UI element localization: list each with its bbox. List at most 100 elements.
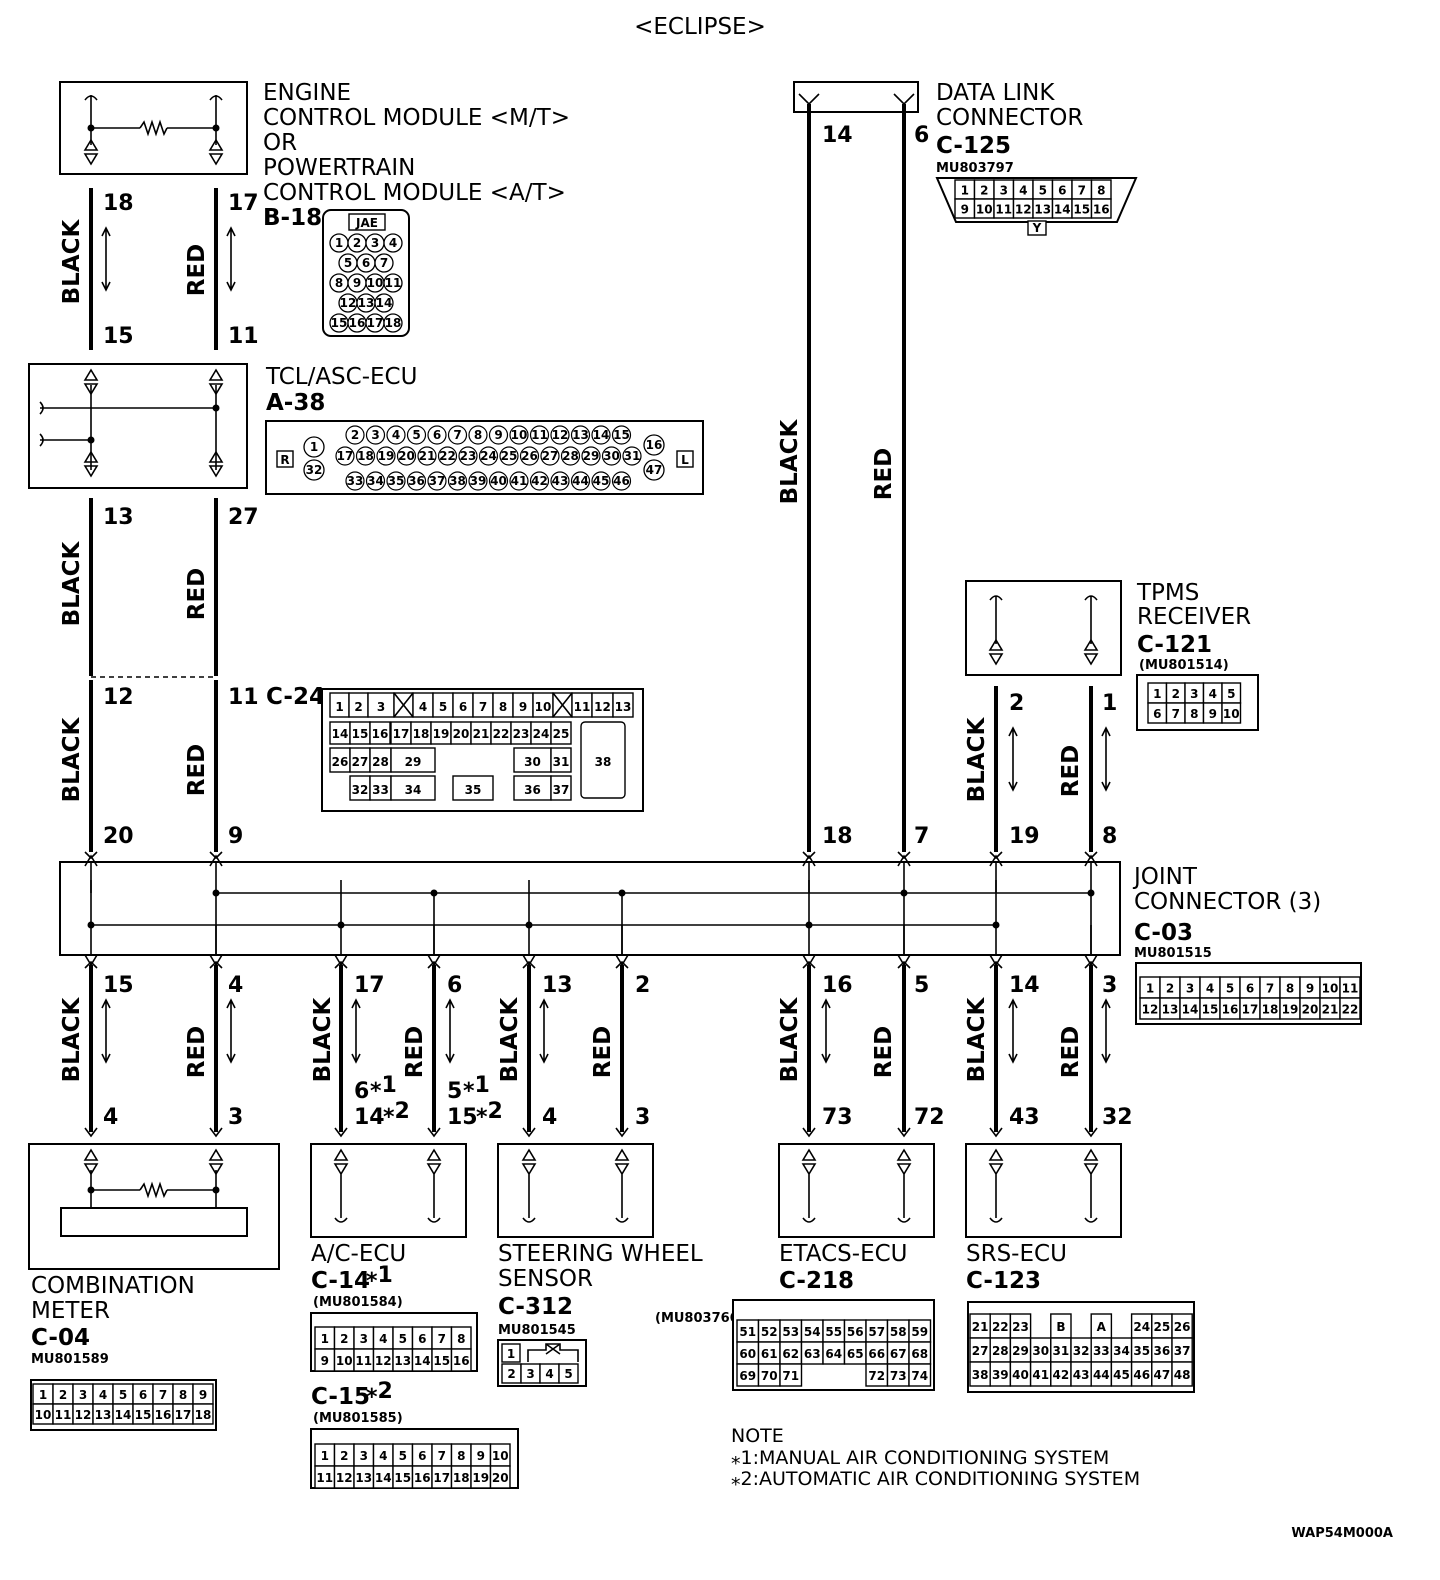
- wire-color-black-1: BLACK: [59, 218, 85, 304]
- pin-cell: [489, 1465, 511, 1489]
- pin-number: 42: [1053, 1368, 1070, 1382]
- pin-number: 3: [1000, 184, 1008, 198]
- pin-cell: [591, 471, 611, 491]
- pin-dev-6: 72: [914, 1105, 945, 1130]
- pin-cell: [406, 425, 427, 445]
- pin-number: 32: [306, 463, 323, 477]
- pin-cell: [365, 425, 386, 445]
- pin-cell: [488, 471, 509, 491]
- pin-jc-out-5: 13: [542, 973, 573, 998]
- pin-number: 4: [1209, 687, 1217, 701]
- pin-number: 17: [1242, 1003, 1259, 1017]
- pin-ecm-black: 18: [103, 191, 134, 216]
- pin-tcl-out-red: 27: [228, 505, 259, 530]
- combination-meter-block: [28, 1143, 280, 1270]
- pin-cell: [478, 446, 499, 466]
- pin-number: 11: [355, 1354, 372, 1368]
- ac-connector2-id: C-15: [311, 1384, 370, 1410]
- pin-cell: [560, 446, 581, 466]
- pin-cell: [601, 446, 622, 466]
- pin-number: 7: [159, 1388, 167, 1402]
- a38-side-mark-l: L: [681, 453, 689, 467]
- wire-color-black-8: BLACK: [497, 996, 523, 1082]
- pin-number: 16: [453, 1354, 470, 1368]
- pin-number: 14: [332, 727, 349, 741]
- pin-number: 58: [890, 1325, 907, 1339]
- pin-number: 48: [1174, 1368, 1191, 1382]
- pin-number: 65: [847, 1347, 864, 1361]
- pin-number: 2: [1166, 982, 1174, 996]
- pin-number: 14: [593, 428, 610, 442]
- pin-number: 38: [972, 1368, 989, 1382]
- pin-number: 8: [474, 428, 482, 442]
- pin-cell: [458, 446, 478, 466]
- pin-number: 63: [804, 1347, 821, 1361]
- pin-number: 25: [1154, 1320, 1171, 1334]
- pin-number: 13: [1034, 203, 1051, 217]
- pin-number: 12: [594, 700, 611, 714]
- pin-number: 52: [761, 1325, 778, 1339]
- pin-number: 64: [825, 1347, 842, 1361]
- ac-black-pin-manual: 6: [354, 1079, 369, 1104]
- pin-number: 3: [371, 428, 379, 442]
- pin-number: 1: [321, 1332, 329, 1346]
- ac-connector1-id: C-14: [311, 1268, 370, 1294]
- pin-number: 3: [526, 1367, 534, 1381]
- wire-color-red-3: RED: [184, 744, 210, 797]
- pin-number: 17: [433, 1471, 450, 1485]
- srs-name: SRS-ECU: [966, 1241, 1067, 1267]
- pin-number: 19: [433, 727, 450, 741]
- pin-number: 6: [459, 700, 467, 714]
- pin-number: B: [1056, 1320, 1065, 1334]
- pin-number: 18: [1262, 1003, 1279, 1017]
- pin-number: 16: [155, 1408, 172, 1422]
- pin-number: 4: [1019, 184, 1027, 198]
- pin-number: 8: [457, 1332, 465, 1346]
- pin-number: 13: [394, 1354, 411, 1368]
- tcl-name: TCL/ASC-ECU: [265, 364, 417, 390]
- pin-cell: [447, 471, 468, 491]
- pin-number: 14: [115, 1408, 132, 1422]
- wire-color-black-6: BLACK: [59, 996, 85, 1082]
- pin-number: 7: [453, 428, 461, 442]
- pin-number: 7: [1172, 707, 1180, 721]
- pin-cell: [390, 747, 436, 773]
- pin-number: 10: [511, 428, 528, 442]
- pin-number: 4: [379, 1449, 387, 1463]
- pin-number: 32: [1073, 1344, 1090, 1358]
- pin-number: 34: [1113, 1344, 1130, 1358]
- pin-number: 22: [493, 727, 510, 741]
- meter-part-number: MU801589: [31, 1352, 109, 1367]
- pin-cell: [374, 293, 394, 313]
- ac-red-pin-manual: 5: [447, 1079, 462, 1104]
- pin-number: 15: [613, 428, 630, 442]
- pin-number: 26: [521, 449, 538, 463]
- pin-number: 8: [457, 1449, 465, 1463]
- pin-number: 2: [351, 428, 359, 442]
- pin-number: 45: [593, 474, 610, 488]
- pin-number: 13: [615, 700, 632, 714]
- pin-number: 13: [358, 296, 375, 310]
- pin-cell: [501, 1343, 521, 1363]
- wire-color-red-1: RED: [184, 244, 210, 297]
- pin-cell: [550, 775, 572, 801]
- pin-jc-out-1: 15: [103, 973, 134, 998]
- pin-tpms-red: 1: [1102, 691, 1117, 716]
- tpms-label-1: TPMS: [1136, 580, 1199, 606]
- pin-number: 3: [377, 700, 385, 714]
- pin-number: 31: [1053, 1344, 1070, 1358]
- pin-number: 16: [1222, 1003, 1239, 1017]
- pin-number: 4: [545, 1367, 553, 1381]
- pin-cell: [550, 425, 570, 445]
- srs-connector-id: C-123: [966, 1268, 1041, 1294]
- pin-number: 28: [562, 449, 579, 463]
- pin-number: 6: [362, 256, 370, 270]
- pin-number: 16: [414, 1471, 431, 1485]
- pin-number: 17: [175, 1408, 192, 1422]
- pin-number: 24: [533, 727, 550, 741]
- pin-number: 37: [553, 783, 570, 797]
- pin-number: 41: [511, 474, 528, 488]
